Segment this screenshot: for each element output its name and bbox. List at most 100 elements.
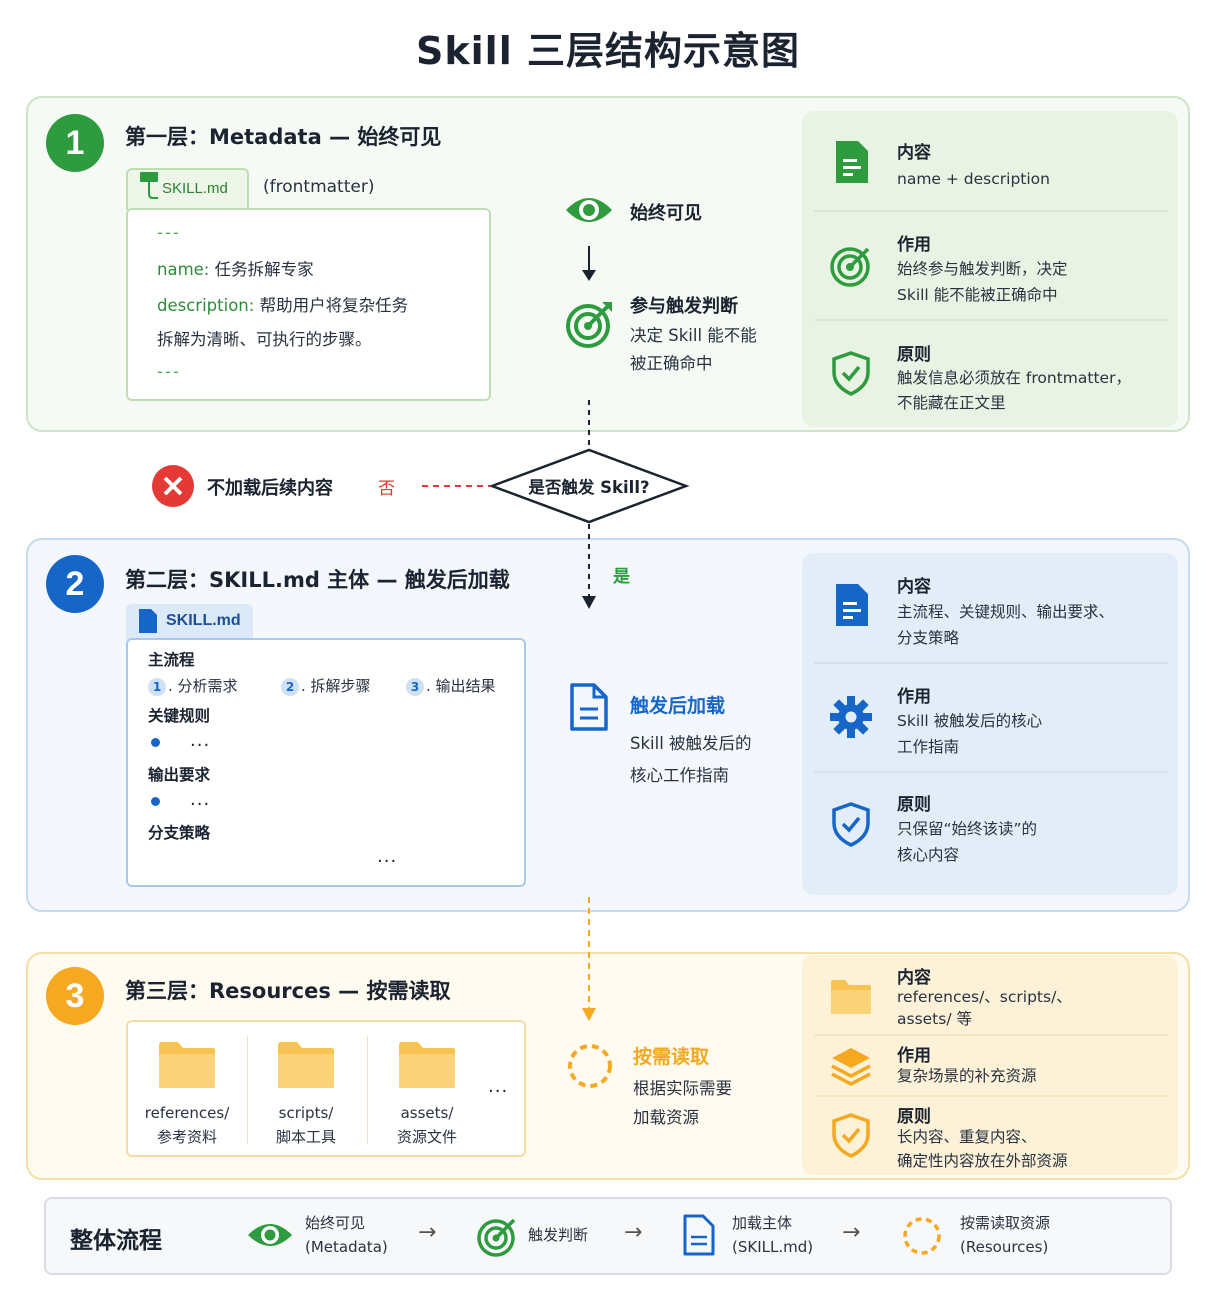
bullet-dot — [151, 738, 160, 747]
document-icon — [836, 584, 868, 626]
flow-step-load-l2: (SKILL.md) — [732, 1238, 814, 1256]
folders-ellipsis: ... — [488, 1076, 509, 1097]
flow-step-load: 加载主体 (SKILL.md) — [732, 1211, 813, 1259]
folder-icon — [159, 1042, 215, 1088]
code-name-key: name: — [157, 260, 210, 279]
flow-step-resources-l1: 按需读取资源 — [960, 1214, 1051, 1232]
overall-flow-bar — [44, 1197, 1172, 1275]
code-separator-bottom: --- — [157, 362, 181, 381]
layer2-panel-rule-text-2: 核心内容 — [897, 846, 960, 864]
target-icon — [566, 302, 612, 348]
step-1-number: 1 — [148, 678, 166, 696]
layer3-panel-role-head: 作用 — [897, 1046, 931, 1066]
folder-scripts-name: scripts/ — [278, 1104, 334, 1122]
bullet-dot — [151, 797, 160, 806]
flow-arrow: → — [418, 1220, 437, 1245]
main-flow-heading: 主流程 — [148, 651, 195, 669]
branch-ellipsis: ... — [377, 846, 398, 867]
resources-box — [126, 1020, 526, 1157]
layer2-panel-role-head: 作用 — [897, 687, 931, 707]
layer2-badge: 2 — [46, 555, 104, 613]
file-icon — [139, 609, 157, 633]
layer3-mid-text-1: 根据实际需要 — [633, 1079, 732, 1098]
target-icon — [830, 247, 870, 287]
layer1-visible-label: 始终可见 — [630, 203, 702, 224]
target-icon — [477, 1218, 516, 1257]
layer1-panel-rule-text-1: 触发信息必须放在 frontmatter， — [897, 369, 1131, 387]
code-desc-line-2: 拆解为清晰、可执行的步骤。 — [157, 330, 372, 349]
flow-arrow: → — [624, 1220, 643, 1245]
step-2-label: . 拆解步骤 — [301, 677, 371, 695]
folder-icon — [831, 980, 871, 1014]
layer3-panel-rule-head: 原则 — [897, 1107, 931, 1127]
dashed-circle-icon — [903, 1217, 941, 1255]
layer2-mid-heading: 触发后加载 — [630, 695, 726, 717]
output-req-ellipsis: ... — [190, 789, 211, 810]
shield-check-icon — [832, 802, 870, 847]
layer1-panel-role-text-1: 始终参与触发判断，决定 — [897, 260, 1068, 278]
step-1-label: . 分析需求 — [168, 677, 238, 695]
frontmatter-note: (frontmatter) — [263, 177, 375, 197]
key-rules-ellipsis: ... — [190, 730, 211, 751]
flow-step-resources: 按需读取资源 (Resources) — [960, 1211, 1050, 1259]
code-desc-value: 帮助用户将复杂任务 — [259, 296, 409, 315]
layer3-panel-content-text-1: references/、scripts/、 — [897, 988, 1072, 1006]
step-2-number: 2 — [281, 678, 299, 696]
layer3-panel-role-text: 复杂场景的补充资源 — [897, 1067, 1037, 1085]
layer2-file-tab-label: SKILL.md — [166, 612, 241, 629]
layer2-panel-role-text-2: 工作指南 — [897, 738, 960, 756]
layer1-trigger-heading: 参与触发判断 — [630, 296, 738, 317]
step-3-number: 3 — [406, 678, 424, 696]
layer2-panel-content-text-1: 主流程、关键规则、输出要求、 — [897, 603, 1115, 621]
layer1-title: 第一层：Metadata — 始终可见 — [125, 125, 442, 149]
layer1-badge: 1 — [46, 114, 104, 172]
overall-flow-title: 整体流程 — [70, 1228, 162, 1254]
folder-assets-name: assets/ — [400, 1104, 454, 1122]
layer1-panel-content-text: name + description — [897, 170, 1050, 188]
code-name-value: 任务拆解专家 — [214, 260, 314, 279]
no-load-text: 不加载后续内容 — [207, 478, 333, 499]
eye-icon — [248, 1224, 292, 1246]
layer2-panel-rule-head: 原则 — [897, 795, 931, 815]
no-label: 否 — [378, 479, 395, 499]
layers-icon — [831, 1048, 871, 1086]
layer1-trigger-text-2: 被正确命中 — [630, 354, 713, 373]
dashed-circle-icon — [568, 1044, 612, 1088]
layer3-panel-content-head: 内容 — [897, 968, 931, 988]
flow-step-resources-l2: (Resources) — [960, 1238, 1049, 1256]
step-3: 3. 输出结果 — [406, 675, 496, 696]
layer1-panel-role-text-2: Skill 能不能被正确命中 — [897, 286, 1058, 304]
flow-step-visible: 始终可见 (Metadata) — [305, 1211, 388, 1259]
layer2-panel-role-text-1: Skill 被触发后的核心 — [897, 712, 1043, 730]
eye-icon — [566, 198, 612, 222]
step-2: 2. 拆解步骤 — [281, 675, 371, 696]
layer2-mid-text-2: 核心工作指南 — [630, 766, 729, 785]
layer3-panel-rule-text-2: 确定性内容放在外部资源 — [897, 1152, 1068, 1170]
layer1-trigger-text-1: 决定 Skill 能不能 — [630, 326, 757, 345]
layer2-file-tab: SKILL.md — [126, 604, 253, 640]
document-icon — [570, 683, 608, 731]
layer1-panel-role-head: 作用 — [897, 235, 931, 255]
layer3-mid-text-2: 加载资源 — [633, 1108, 699, 1127]
document-icon — [683, 1214, 715, 1256]
folder-references-desc: 参考资料 — [156, 1128, 217, 1146]
layer2-panel-rule-text-1: 只保留“始终该读”的 — [897, 820, 1038, 838]
document-icon — [836, 141, 868, 183]
shield-check-icon — [832, 351, 870, 396]
folder-divider — [367, 1036, 368, 1144]
yes-label: 是 — [613, 567, 630, 587]
bookmark-icon — [140, 172, 158, 199]
folder-assets-label: assets/ 资源文件 — [367, 1101, 487, 1149]
folder-icon — [399, 1042, 455, 1088]
folder-scripts-label: scripts/ 脚本工具 — [246, 1101, 366, 1149]
layer3-badge: 3 — [46, 967, 104, 1025]
folder-icon — [278, 1042, 334, 1088]
folder-scripts-desc: 脚本工具 — [275, 1128, 336, 1146]
close-circle-icon — [152, 465, 194, 507]
folder-references-label: references/ 参考资料 — [127, 1101, 247, 1149]
step-1: 1. 分析需求 — [148, 675, 238, 696]
decision-question: 是否触发 Skill? — [528, 478, 650, 497]
layer3-mid-heading: 按需读取 — [633, 1046, 710, 1068]
flow-step-visible-l1: 始终可见 — [305, 1214, 366, 1232]
layer2-panel-content-text-2: 分支策略 — [897, 629, 960, 647]
